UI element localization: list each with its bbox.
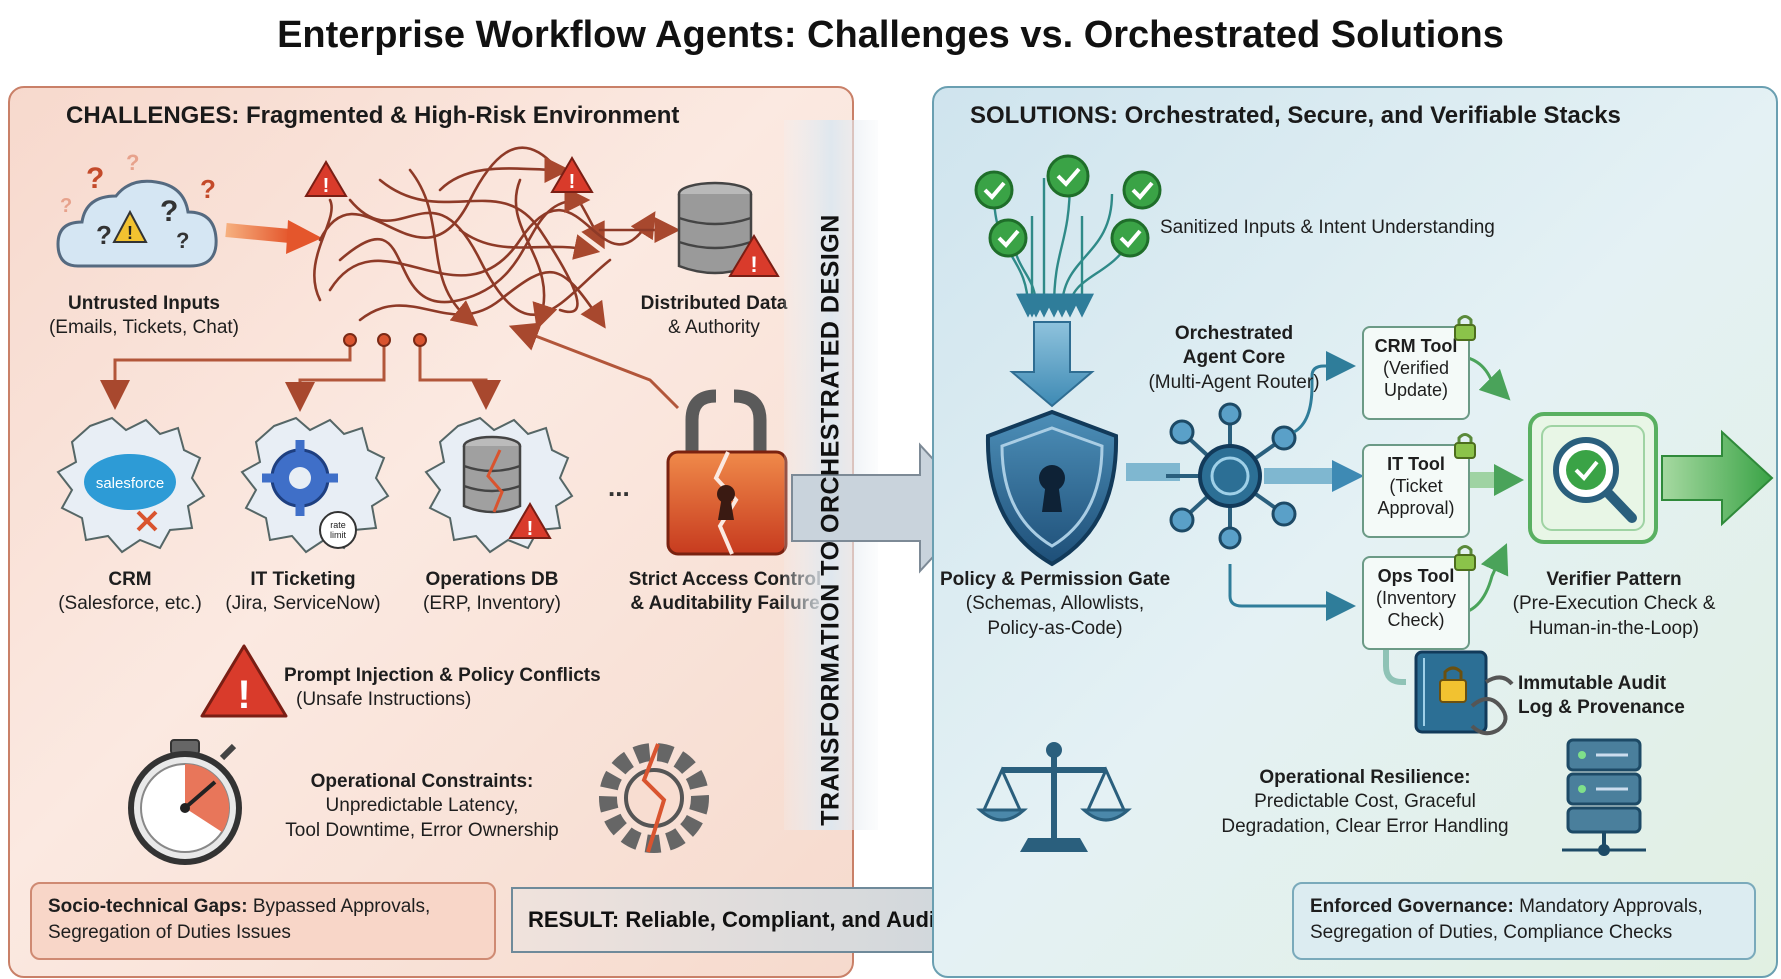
check-icon (1122, 170, 1162, 210)
sanitized-inputs-label: Sanitized Inputs & Intent Understanding (1160, 217, 1495, 238)
output-arrow (1661, 429, 1774, 527)
question-mark-icon: ? (86, 162, 104, 195)
svg-text:!: ! (323, 175, 330, 197)
challenges-graphics: ! ? ? ? ? ? ? ? ! ! ! (56, 146, 788, 865)
access-control-label: Strict Access Control& Auditability Fail… (628, 569, 822, 615)
transformation-label: TRANSFORMATION TO ORCHESTRATED DESIGN (816, 214, 845, 826)
enforced-governance-box: Enforced Governance: Mandatory Approvals… (1292, 882, 1756, 960)
svg-text:!: ! (569, 171, 576, 193)
salesforce-logo: salesforce (96, 475, 164, 492)
broken-gear-icon (599, 743, 709, 853)
it-ticketing-label: IT Ticketing(Jira, ServiceNow) (225, 569, 381, 615)
warning-icon: ! (550, 156, 594, 193)
verifier-icon (1528, 412, 1658, 544)
warning-icon: ! (728, 234, 780, 277)
distributed-data-label: Distributed Data& Authority (640, 293, 788, 339)
tangled-connections-icon (313, 146, 681, 330)
server-icon (1562, 738, 1646, 856)
check-icon (974, 170, 1014, 210)
audit-log-icon (1414, 650, 1514, 736)
svg-text:!: ! (127, 223, 133, 243)
transformation-graphics (784, 120, 980, 830)
rate-limit-badge: rate (330, 520, 346, 530)
agent-core-hub-icon (1166, 402, 1297, 550)
shield-icon (985, 409, 1119, 567)
lock-icon (1454, 545, 1476, 571)
crm-system-icon: salesforce (56, 416, 206, 554)
input-arrow (225, 223, 291, 243)
verifier-label: Verifier Pattern(Pre-Execution Check &Hu… (1512, 569, 1716, 639)
route-crm (1293, 351, 1356, 434)
database-icon (677, 181, 753, 275)
lock-icon (1454, 433, 1476, 459)
system-connectors (100, 322, 680, 412)
down-arrow (1009, 321, 1095, 408)
check-icon (1046, 154, 1090, 198)
ops-to-audit (1383, 646, 1406, 685)
lock-icon (1454, 315, 1476, 341)
ellipsis: ... (608, 472, 630, 502)
it-ticketing-icon: rate limit (240, 416, 390, 554)
svg-text:!: ! (237, 673, 250, 717)
broken-lock-icon (666, 389, 788, 556)
stopwatch-icon (128, 739, 242, 865)
untrusted-inputs-label: Untrusted Inputs(Emails, Tickets, Chat) (48, 293, 240, 339)
question-mark-icon: ? (60, 195, 72, 217)
svg-text:!: ! (527, 518, 534, 540)
svg-text:?: ? (176, 228, 189, 253)
prompt-injection-label: Prompt Injection & Policy Conflicts(Unsa… (284, 665, 601, 711)
operations-db-icon: ! (424, 416, 574, 554)
question-mark-icon: ? (200, 174, 216, 204)
operational-resilience-label: Operational Resilience:Predictable Cost,… (1221, 767, 1509, 837)
warning-icon: ! (304, 160, 348, 197)
question-mark-icon: ? (126, 150, 139, 175)
operations-db-label: Operations DB(ERP, Inventory) (423, 569, 561, 615)
check-icon (988, 218, 1028, 258)
crm-label: CRM(Salesforce, etc.) (58, 569, 202, 615)
page-title: Enterprise Workflow Agents: Challenges v… (277, 14, 1504, 56)
challenges-heading: CHALLENGES: Fragmented & High-Risk Envir… (66, 102, 680, 129)
balance-scale-icon (976, 742, 1132, 852)
operational-constraints-label: Operational Constraints:Unpredictable La… (285, 771, 559, 841)
svg-text:limit: limit (330, 530, 346, 540)
check-icon (1110, 218, 1150, 258)
solutions-graphics (974, 154, 1774, 856)
cloud-icon: ! ? ? ? (56, 179, 218, 268)
socio-technical-gaps-box: Socio-technical Gaps: Bypassed Approvals… (30, 882, 496, 960)
injection-warning-icon: ! (200, 644, 288, 718)
route-ops (1228, 564, 1356, 621)
svg-text:?: ? (160, 195, 178, 228)
policy-gate-label: Policy & Permission Gate(Schemas, Allowl… (940, 569, 1171, 639)
svg-text:?: ? (96, 220, 112, 250)
svg-text:!: ! (750, 252, 757, 277)
solutions-heading: SOLUTIONS: Orchestrated, Secure, and Ver… (970, 102, 1621, 129)
